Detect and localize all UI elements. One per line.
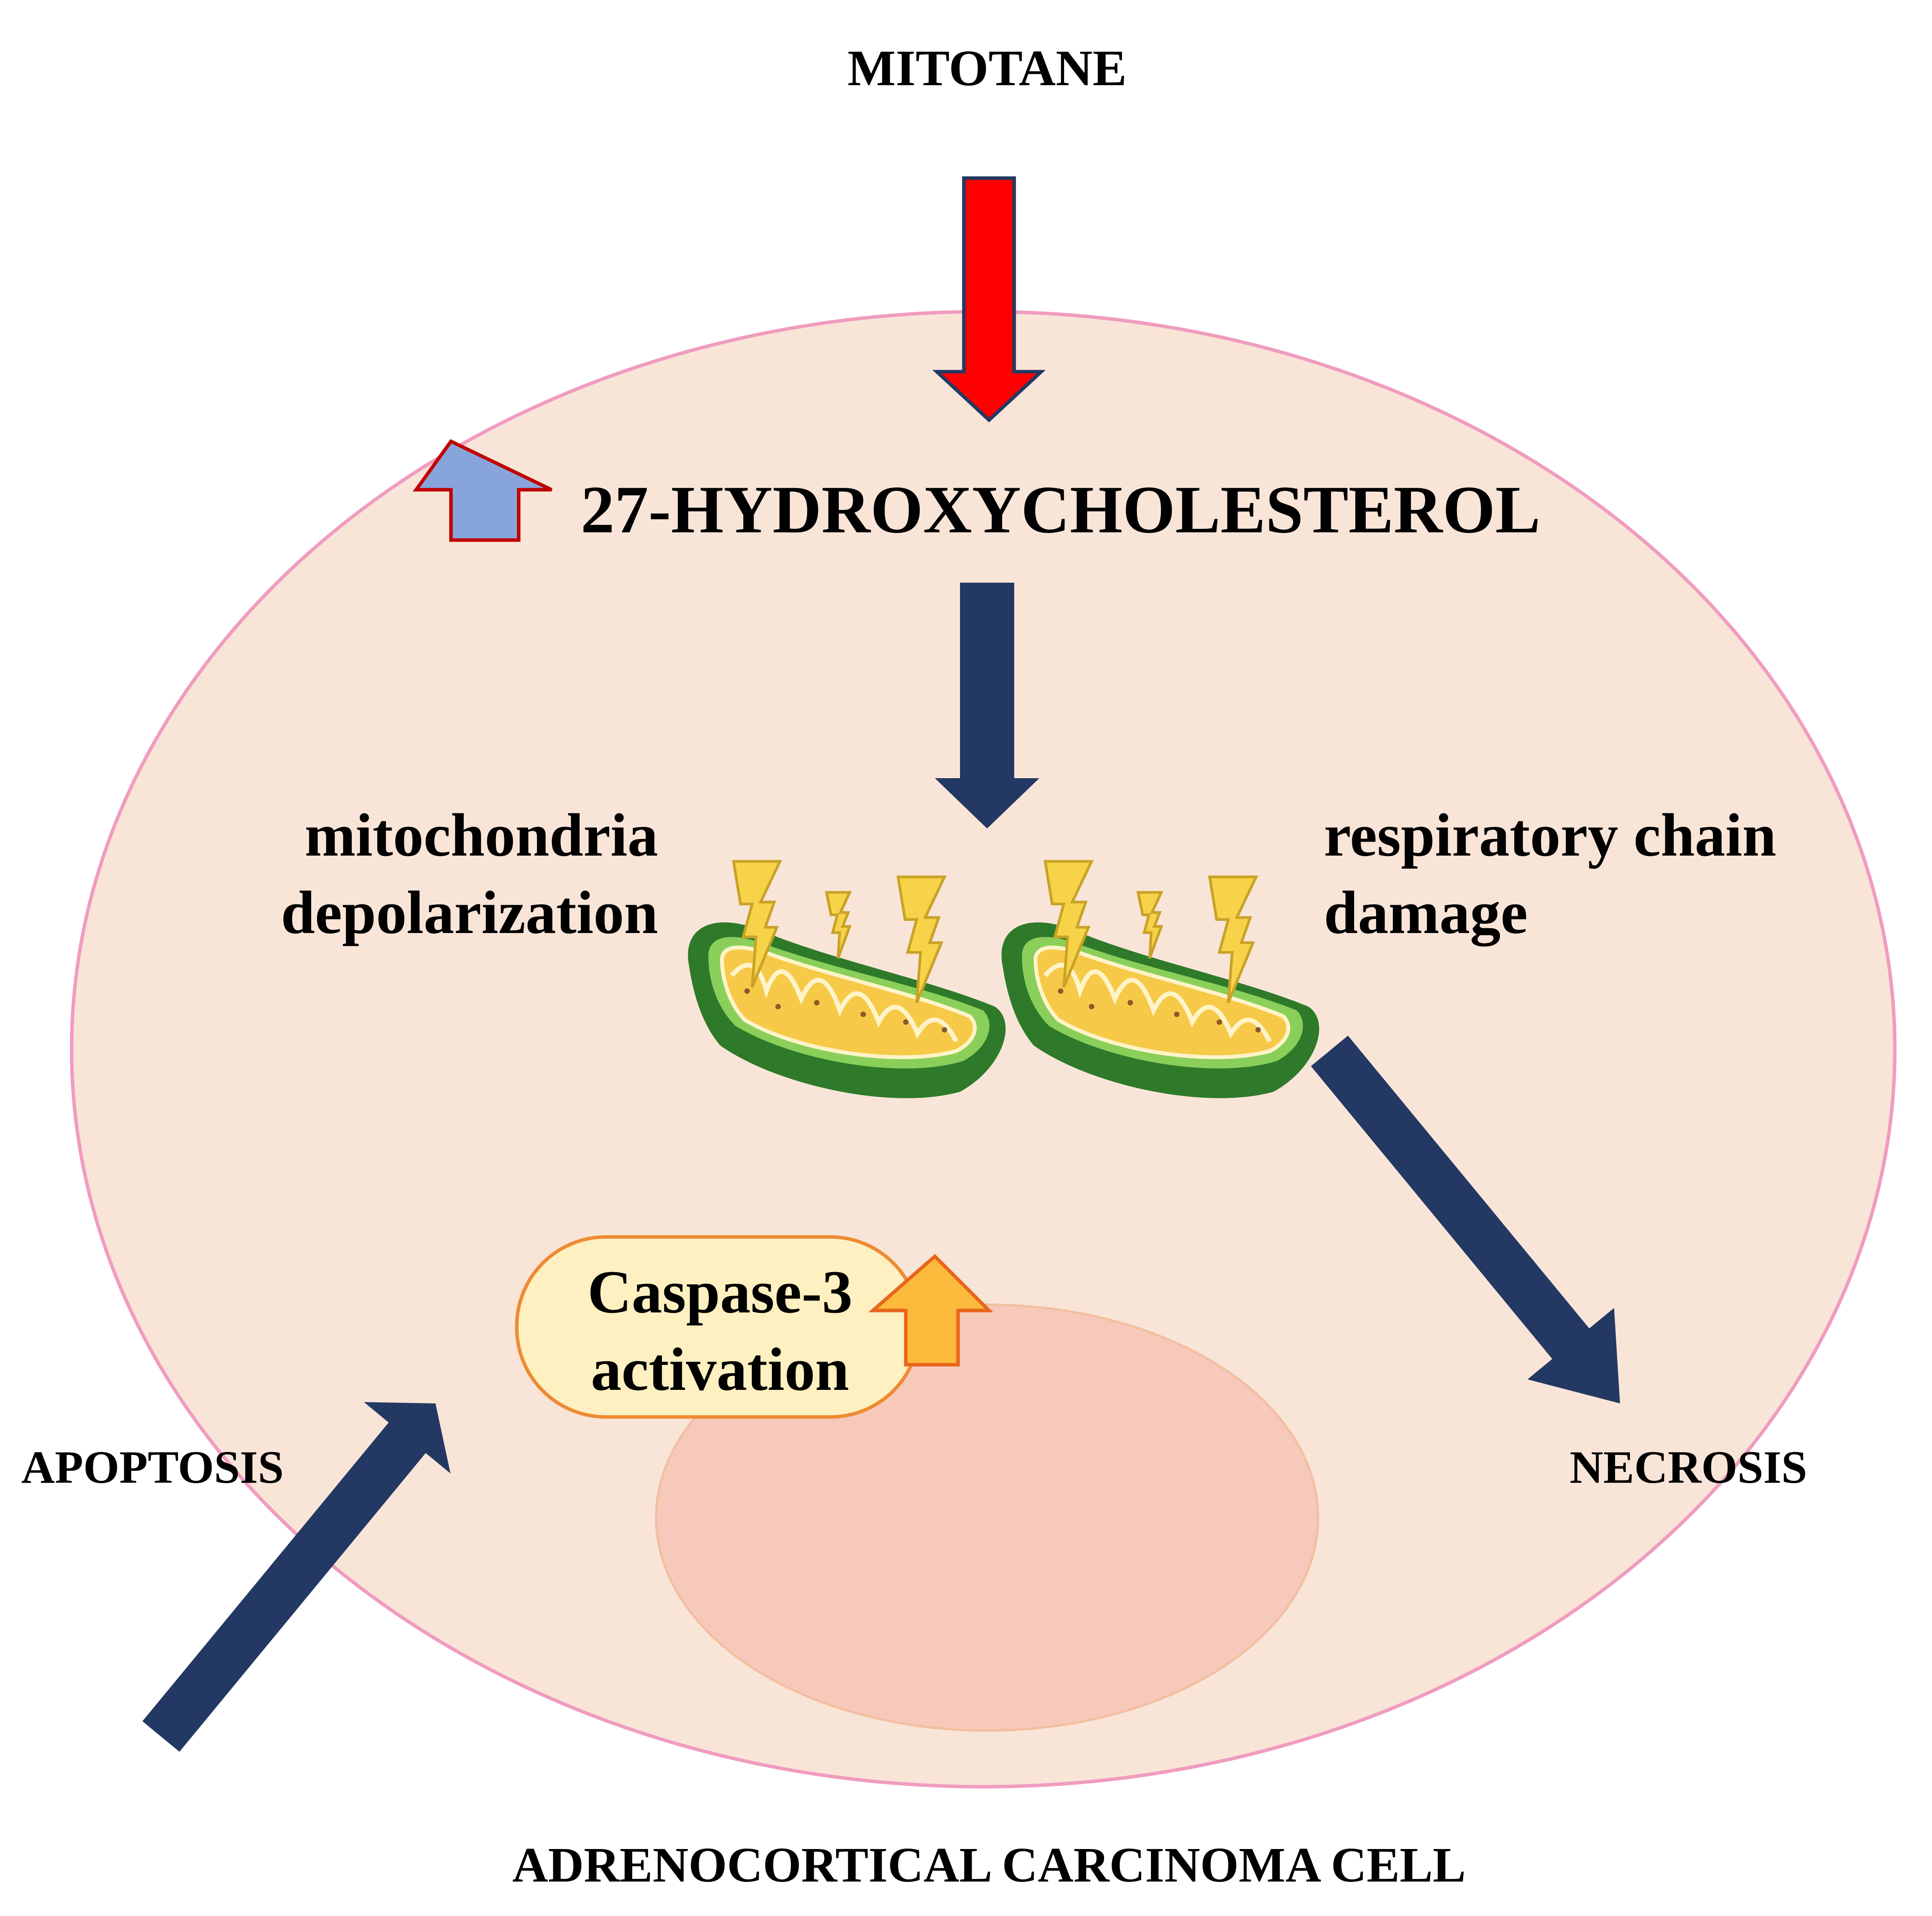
apoptosis-label: APOPTOSIS — [21, 1441, 284, 1493]
caspase-line2: activation — [591, 1336, 849, 1403]
increase-arrow-blue — [413, 439, 552, 542]
mitochondrion-left — [688, 922, 1006, 1098]
increase-arrow-orange — [868, 1254, 993, 1367]
mitotane-label: MITOTANE — [847, 39, 1126, 96]
mitochondrion-right — [1001, 922, 1319, 1098]
mito-depolarization-line2: depolarization — [281, 879, 658, 947]
pathway-arrow-apoptosis — [142, 1402, 451, 1752]
respiratory-chain-line1: respiratory chain — [1324, 801, 1776, 869]
caspase-line1: Caspase-3 — [588, 1258, 853, 1326]
cell-label: ADRENOCORTICAL CARCINOMA CELL — [512, 1837, 1466, 1892]
hydroxycholesterol-label: 27-HYDROXYCHOLESTEROL — [581, 472, 1540, 547]
pathway-arrow-down — [935, 583, 1039, 828]
pathway-arrow-necrosis — [1311, 1036, 1620, 1403]
respiratory-chain-line2: damage — [1324, 879, 1528, 947]
necrosis-label: NECROSIS — [1570, 1441, 1807, 1493]
mitotane-arrow — [932, 176, 1046, 423]
mito-depolarization-line1: mitochondria — [305, 801, 658, 869]
